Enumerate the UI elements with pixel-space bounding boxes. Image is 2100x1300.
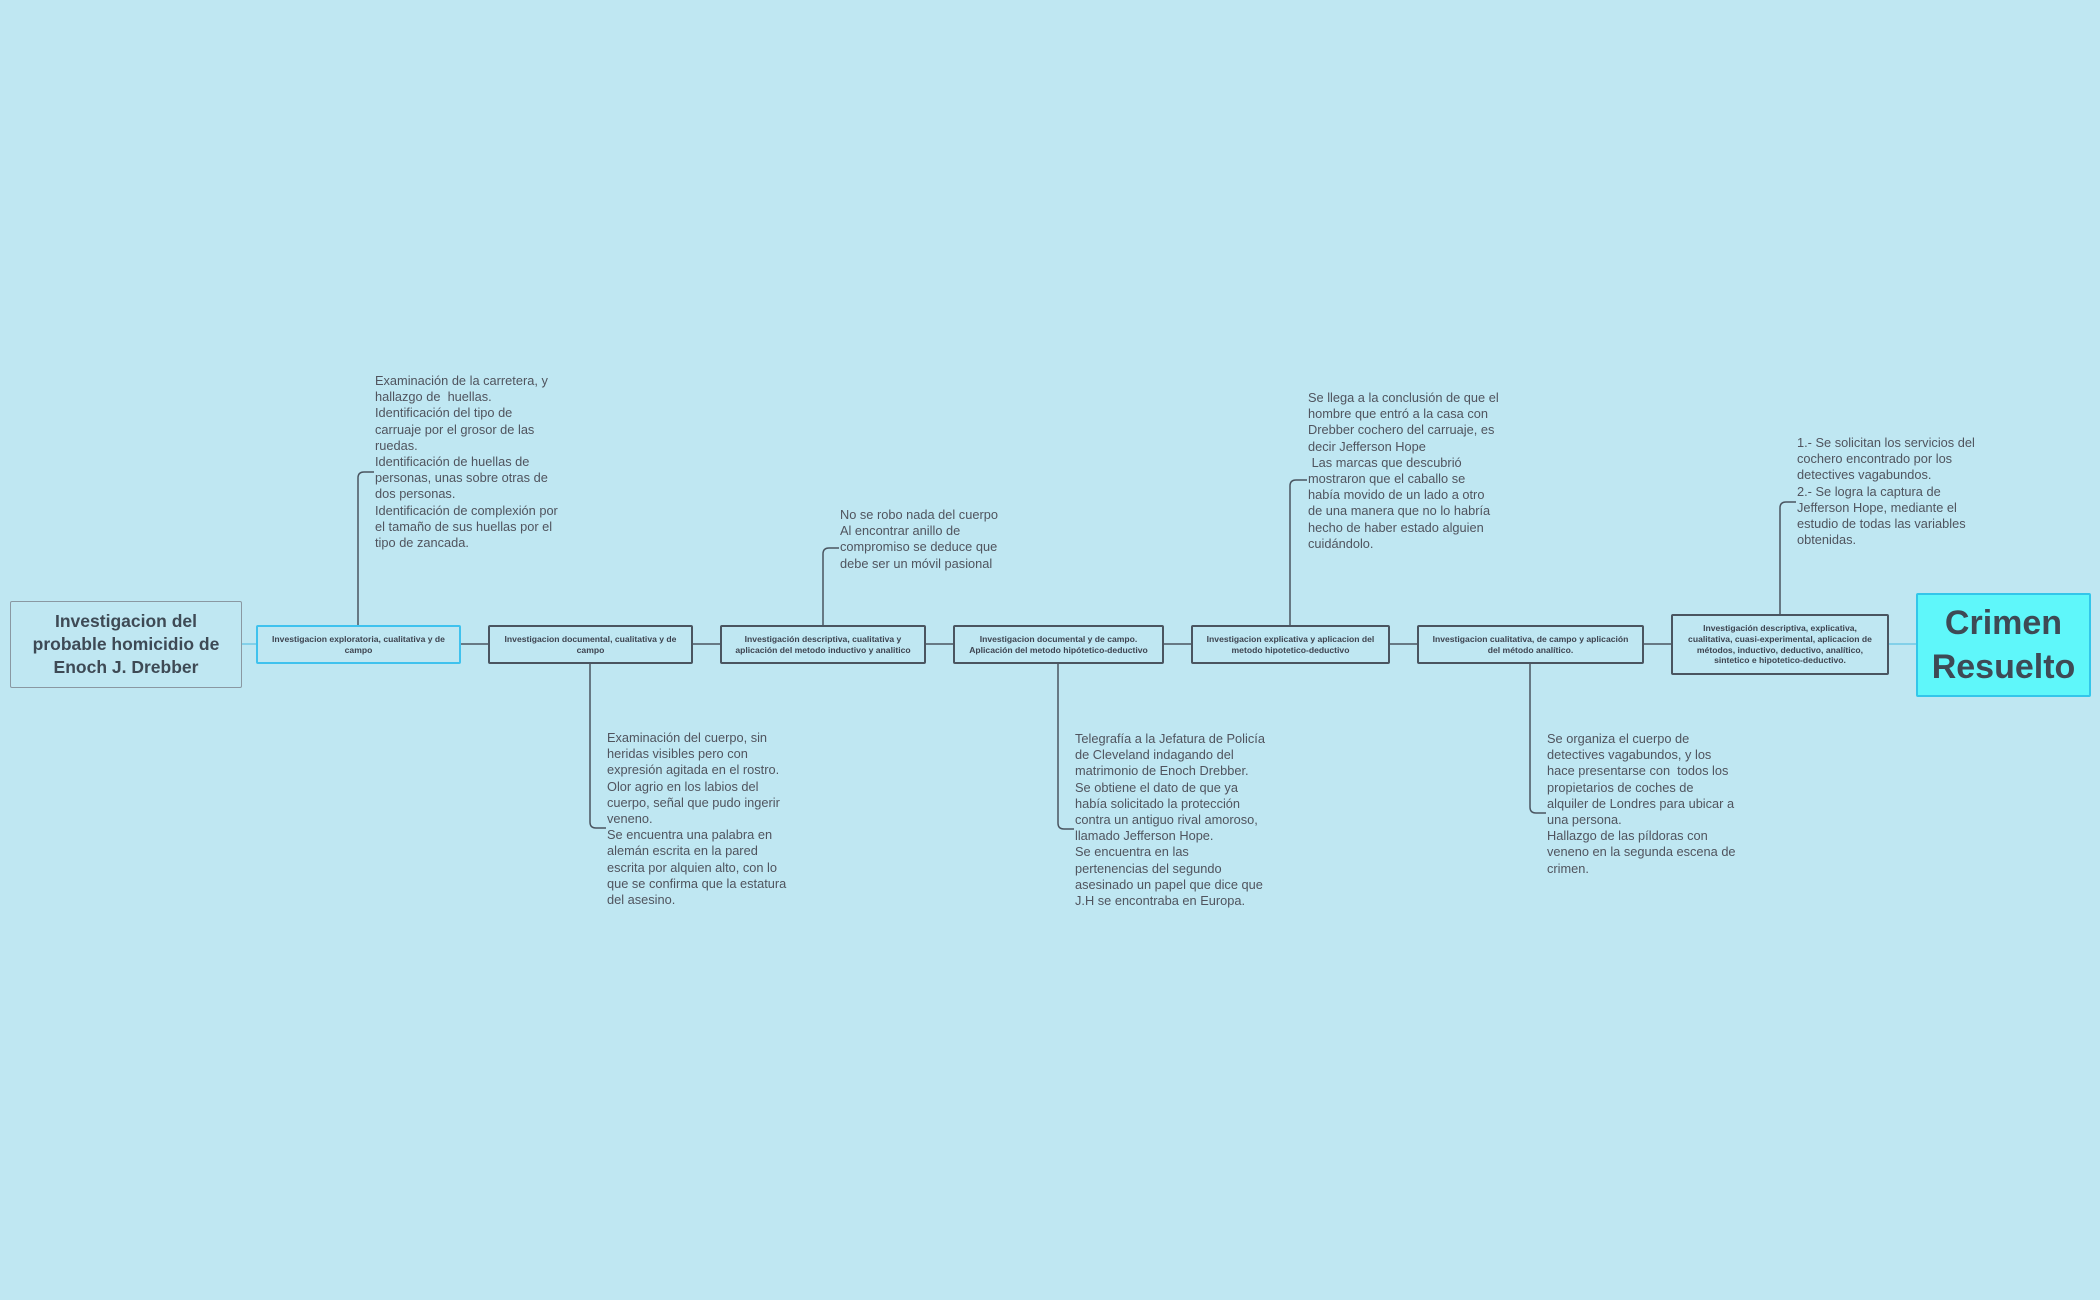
step-1-note[interactable]: Examinación de la carretera, y hallazgo …	[375, 373, 558, 551]
step-7-topic[interactable]: Investigación descriptiva, explicativa, …	[1671, 614, 1889, 675]
step-5-note[interactable]: Se llega a la conclusión de que el hombr…	[1308, 390, 1499, 551]
step-7-note[interactable]: 1.- Se solicitan los servicios del coche…	[1797, 435, 1975, 548]
root-topic[interactable]: Investigacion del probable homicidio de …	[10, 601, 242, 688]
step-6-label: Investigacion cualitativa, de campo y ap…	[1432, 633, 1629, 655]
note-branch-connector	[1779, 501, 1796, 614]
step-6-note[interactable]: Se organiza el cuerpo de detectives vaga…	[1547, 731, 1736, 876]
note-branch-connector	[589, 664, 606, 829]
root-topic-label: Investigacion del probable homicidio de …	[32, 611, 220, 677]
step-1-topic[interactable]: Investigacion exploratoria, cualitativa …	[256, 625, 461, 664]
step-4-label: Investigacion documental y de campo. Apl…	[969, 633, 1148, 655]
step-6-topic[interactable]: Investigacion cualitativa, de campo y ap…	[1417, 625, 1644, 664]
final-topic-label: Crimen Resuelto	[1931, 603, 2076, 686]
step-7-label: Investigación descriptiva, explicativa, …	[1688, 623, 1872, 666]
step-3-label: Investigación descriptiva, cualitativa y…	[735, 633, 911, 655]
step-2-label: Investigacion documental, cualitativa y …	[504, 633, 677, 655]
step-3-topic[interactable]: Investigación descriptiva, cualitativa y…	[720, 625, 926, 664]
note-branch-connector	[1289, 479, 1307, 625]
step-5-topic[interactable]: Investigacion explicativa y aplicacion d…	[1191, 625, 1390, 664]
step-2-note[interactable]: Examinación del cuerpo, sin heridas visi…	[607, 730, 787, 908]
step-4-note[interactable]: Telegrafía a la Jefatura de Policía de C…	[1075, 731, 1265, 909]
step-2-topic[interactable]: Investigacion documental, cualitativa y …	[488, 625, 693, 664]
step-4-topic[interactable]: Investigacion documental y de campo. Apl…	[953, 625, 1164, 664]
note-branch-connector	[822, 547, 839, 625]
note-branch-connector	[357, 471, 374, 625]
step-1-label: Investigacion exploratoria, cualitativa …	[272, 633, 445, 655]
note-branch-connector	[1529, 664, 1546, 814]
step-5-label: Investigacion explicativa y aplicacion d…	[1206, 633, 1375, 655]
final-topic[interactable]: Crimen Resuelto	[1916, 593, 2091, 697]
note-branch-connector	[1057, 664, 1074, 830]
step-3-note[interactable]: No se robo nada del cuerpo Al encontrar …	[840, 507, 998, 571]
